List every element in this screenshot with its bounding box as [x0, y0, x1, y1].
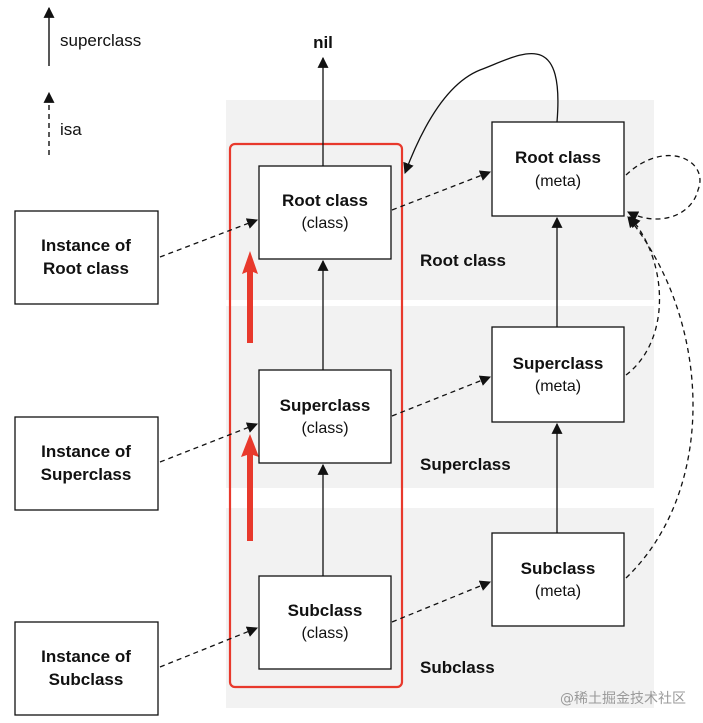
- instance-superclass-line2: Superclass: [41, 465, 132, 484]
- root-class-title: Root class: [282, 191, 368, 210]
- root-class-meta-box: Root class (meta): [491, 121, 625, 217]
- superclass-meta-sub: (meta): [535, 378, 581, 395]
- subclass-meta-title: Subclass: [521, 559, 596, 578]
- root-class-sub: (class): [301, 215, 348, 232]
- instance-root-line1: Instance of: [41, 236, 131, 255]
- legend-superclass-label: superclass: [60, 31, 141, 50]
- nil-label: nil: [313, 33, 333, 52]
- watermark: @稀土掘金技术社区: [560, 691, 686, 707]
- superclass-arrows: [317, 52, 563, 576]
- subclass-meta-box: Subclass (meta): [491, 532, 625, 627]
- superclass-meta-isa-arrow: [625, 216, 661, 376]
- row-label-subclass: Subclass: [420, 658, 495, 677]
- subclass-sub: (class): [301, 625, 348, 642]
- root-meta-title: Root class: [515, 148, 601, 167]
- superclass-sub: (class): [301, 420, 348, 437]
- superclass-title: Superclass: [280, 396, 371, 415]
- instance-of-root-class-box: Instance of Root class: [14, 210, 159, 305]
- superclass-box: Superclass (class): [258, 369, 392, 464]
- class-column-highlight: [228, 142, 404, 689]
- root-meta-to-root-class-arrow: [403, 52, 559, 175]
- red-arrows: [241, 251, 259, 541]
- root-class-box: Root class (class): [258, 165, 392, 260]
- instance-subclass-line1: Instance of: [41, 647, 131, 666]
- subclass-title: Subclass: [288, 601, 363, 620]
- subclass-meta-isa-arrow: [625, 216, 694, 579]
- red-arrow-upper: [242, 251, 258, 343]
- subclass-box: Subclass (class): [258, 575, 392, 670]
- instance-superclass-line1: Instance of: [41, 442, 131, 461]
- instance-of-superclass-box: Instance of Superclass: [14, 416, 159, 511]
- legend-isa-label: isa: [60, 120, 82, 139]
- subclass-meta-sub: (meta): [535, 583, 581, 600]
- legend: superclass isa: [43, 6, 141, 155]
- row-label-root-class: Root class: [420, 251, 506, 270]
- red-arrow-lower: [241, 434, 259, 541]
- superclass-meta-title: Superclass: [513, 354, 604, 373]
- instance-subclass-line2: Subclass: [49, 670, 124, 689]
- root-meta-isa-self-loop: [625, 155, 701, 222]
- root-meta-sub: (meta): [535, 173, 581, 190]
- row-label-superclass: Superclass: [420, 455, 511, 474]
- instance-root-line2: Root class: [43, 259, 129, 278]
- instance-of-subclass-box: Instance of Subclass: [14, 621, 159, 716]
- isa-arrows: [159, 155, 701, 668]
- superclass-meta-box: Superclass (meta): [491, 326, 625, 423]
